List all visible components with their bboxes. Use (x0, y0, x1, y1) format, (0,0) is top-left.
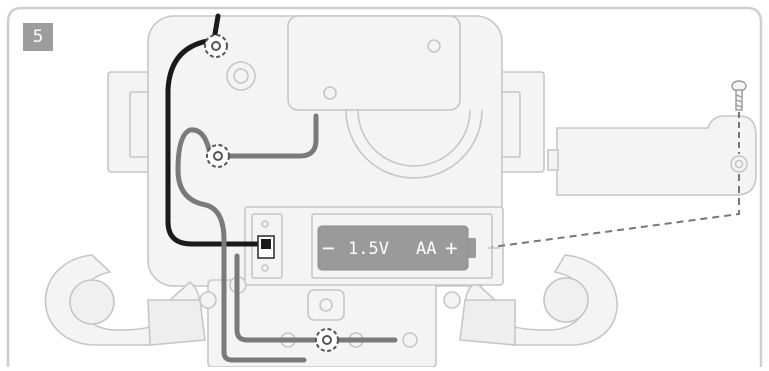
motor-housing (287, 15, 483, 179)
gray-wire-upper (215, 113, 319, 159)
power-switch-icon (257, 235, 275, 259)
step-number-badge: 5 (23, 23, 53, 51)
aa-battery: − 1.5V AA + (317, 225, 500, 271)
left-leg (44, 254, 247, 346)
battery-cover (547, 115, 757, 196)
battery-plus-sign: + (445, 236, 458, 260)
battery-minus-sign: − (322, 236, 335, 260)
panel-frame (6, 6, 763, 367)
screw (731, 80, 747, 111)
connector-bottom-icon (315, 328, 339, 352)
cover-guide-line (491, 174, 740, 248)
chassis-round-part (226, 61, 256, 91)
gray-wire-middle (175, 127, 307, 363)
black-wire (165, 13, 265, 247)
battery-voltage-label: 1.5V (348, 239, 389, 259)
battery-type-label: AA (416, 239, 436, 259)
connector-middle-icon (206, 144, 230, 168)
connector-top-icon (204, 34, 228, 58)
gray-wire-lower (234, 253, 398, 343)
